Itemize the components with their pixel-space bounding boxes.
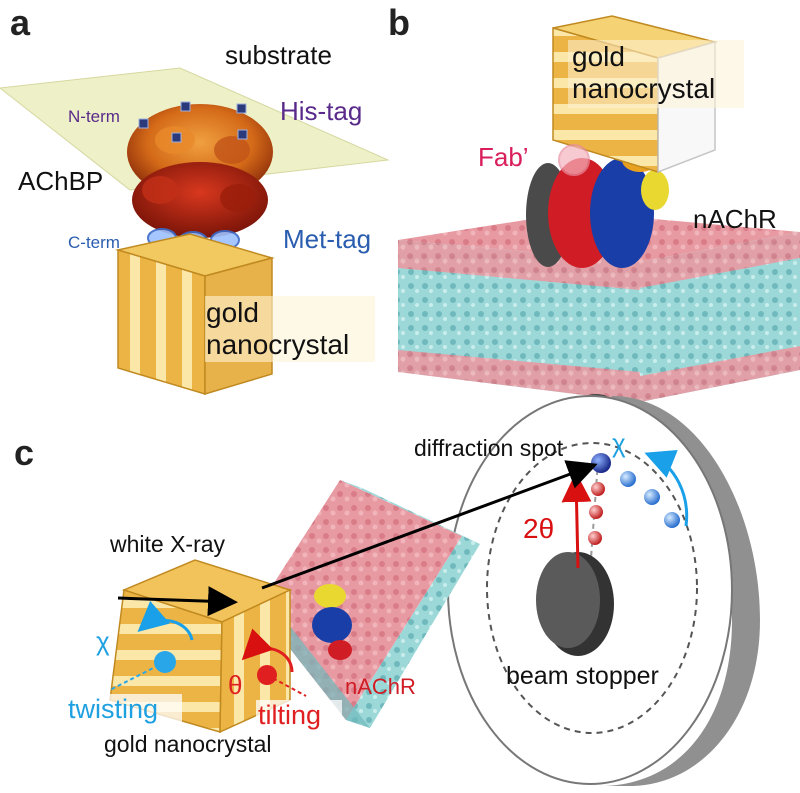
theta-label: θ [228, 670, 242, 700]
two-theta-label: 2θ [523, 513, 554, 544]
xray-incident-beam [117, 586, 238, 617]
diffraction-spot-label: diffraction spot [414, 435, 564, 461]
panel-b: b gold nanocrystal [388, 2, 800, 406]
panel-b-letter: b [388, 2, 410, 43]
twisting-label: twisting [68, 694, 158, 724]
nachr-label-b: nAChR [693, 204, 777, 234]
two-theta-arrow [561, 472, 592, 569]
tilting-axis-line [266, 674, 307, 697]
achbp-protein [127, 104, 273, 238]
fab-marker [558, 144, 590, 176]
n-term-label: N-term [68, 107, 120, 126]
twisting-arrow [137, 600, 194, 641]
his-tag-markers [138, 101, 248, 143]
gold-cube-b [552, 15, 744, 174]
gold-nanocrystal-label-c: gold nanocrystal [104, 731, 272, 757]
beam-stopper-label: beam stopper [506, 662, 659, 690]
gold-label-a-line1: gold [206, 297, 259, 328]
panel-c-letter: c [14, 432, 34, 473]
twisting-axis-line [109, 661, 166, 691]
gold-label-b-line2: nanocrystal [572, 73, 715, 104]
xray-diffracted-beam [261, 460, 598, 590]
cyan-spots [620, 471, 680, 528]
red-spots [588, 482, 605, 545]
nachr-protein [526, 148, 669, 406]
tilting-label: tilting [258, 700, 321, 730]
c-term-label: C-term [68, 233, 120, 252]
his-tag-label: His-tag [280, 96, 362, 126]
diffraction-spot-main [591, 453, 611, 473]
met-tag-label: Met-tag [283, 224, 371, 254]
gold-label-b-line1: gold [572, 41, 625, 72]
panel-a-letter: a [10, 2, 31, 43]
gold-cube-a [115, 233, 375, 396]
nachr-small [312, 584, 352, 660]
chi-left-label: χ [96, 626, 110, 656]
tilting-arrow [241, 628, 294, 673]
gold-label-a-line2: nanocrystal [206, 329, 349, 360]
panel-a: a substrate N-term His-tag AChBP [0, 2, 390, 396]
chi-top-label: χ [612, 428, 626, 458]
chi-rotation-arrow [644, 450, 689, 527]
nachr-label-c: nAChR [345, 674, 416, 699]
white-xray-label: white X-ray [109, 531, 226, 557]
fab-label: Fab’ [478, 142, 529, 172]
substrate-label: substrate [225, 40, 332, 70]
beam-stopper [536, 552, 614, 656]
diffraction-ring [486, 442, 698, 734]
panel-c: c beam stopper diffraction spot χ [14, 395, 760, 786]
achbp-label: AChBP [18, 166, 103, 196]
